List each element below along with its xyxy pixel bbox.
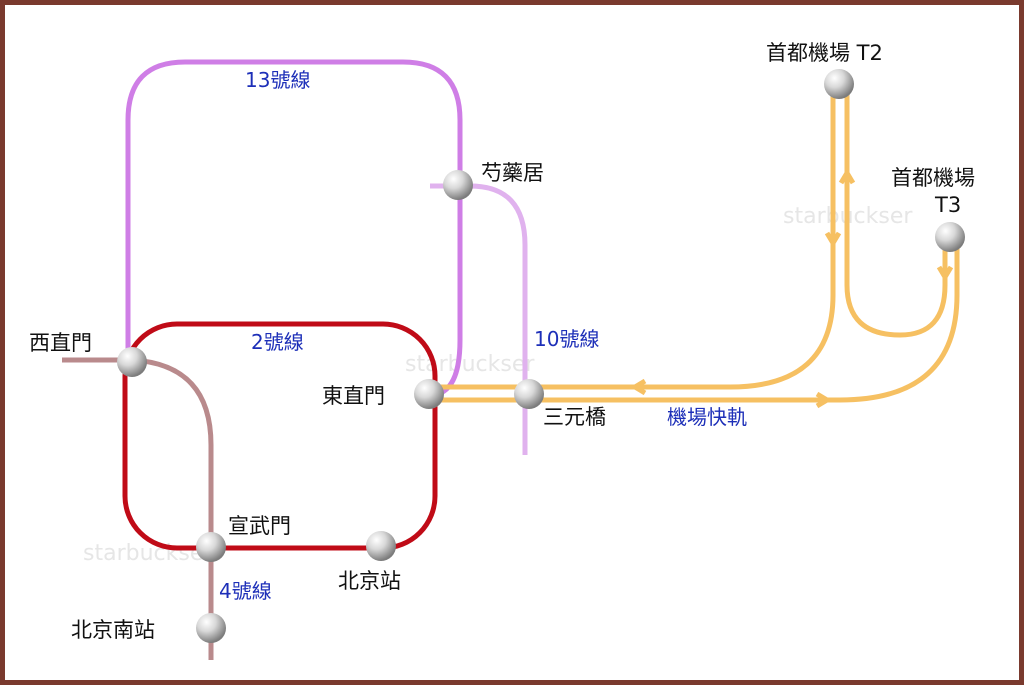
line-2-loop (122, 321, 438, 551)
station-beijingnan-marker[interactable] (196, 613, 226, 643)
station-xuanwumen-marker[interactable] (196, 532, 226, 562)
station-dongzhimen-label: 東直門 (322, 384, 385, 408)
line-2-label: 2號線 (251, 330, 304, 354)
line-13-label: 13號線 (245, 68, 310, 92)
station-shaoyaoju-marker[interactable] (443, 170, 473, 200)
line-13-track (125, 59, 463, 398)
station-xizhimen-marker[interactable] (117, 347, 147, 377)
watermark-3: starbuckser (83, 541, 213, 566)
station-sanyuanqiao-marker[interactable] (514, 379, 544, 409)
station-xuanwumen-label: 宣武門 (228, 514, 291, 538)
line-4-label: 4號線 (219, 579, 272, 603)
station-t2-label: 首都機場 T2 (766, 41, 883, 65)
line-10-label: 10號線 (534, 327, 599, 351)
watermark-2: starbuckser (405, 352, 535, 377)
station-beijingzhan-label: 北京站 (338, 569, 401, 593)
airport-express-label: 機場快軌 (667, 405, 747, 429)
line-4-track (62, 357, 214, 660)
line-10-track (430, 183, 528, 455)
station-dongzhimen-marker[interactable] (414, 379, 444, 409)
station-beijingnan-label: 北京南站 (71, 618, 155, 642)
station-beijingzhan-marker[interactable] (366, 531, 396, 561)
station-t2-marker[interactable] (824, 69, 854, 99)
station-shaoyaoju-label: 芍藥居 (481, 161, 544, 185)
station-t3-label-line1: 首都機場 (891, 166, 975, 190)
airport-express-track (437, 85, 960, 409)
station-t3-label-line2: T3 (934, 193, 961, 217)
metro-map-canvas: starbuckser starbuckser starbuckser 13號線… (29, 41, 975, 660)
station-sanyuanqiao-label: 三元橋 (543, 405, 606, 429)
station-t3-marker[interactable] (935, 222, 965, 252)
station-xizhimen-label: 西直門 (29, 331, 92, 355)
